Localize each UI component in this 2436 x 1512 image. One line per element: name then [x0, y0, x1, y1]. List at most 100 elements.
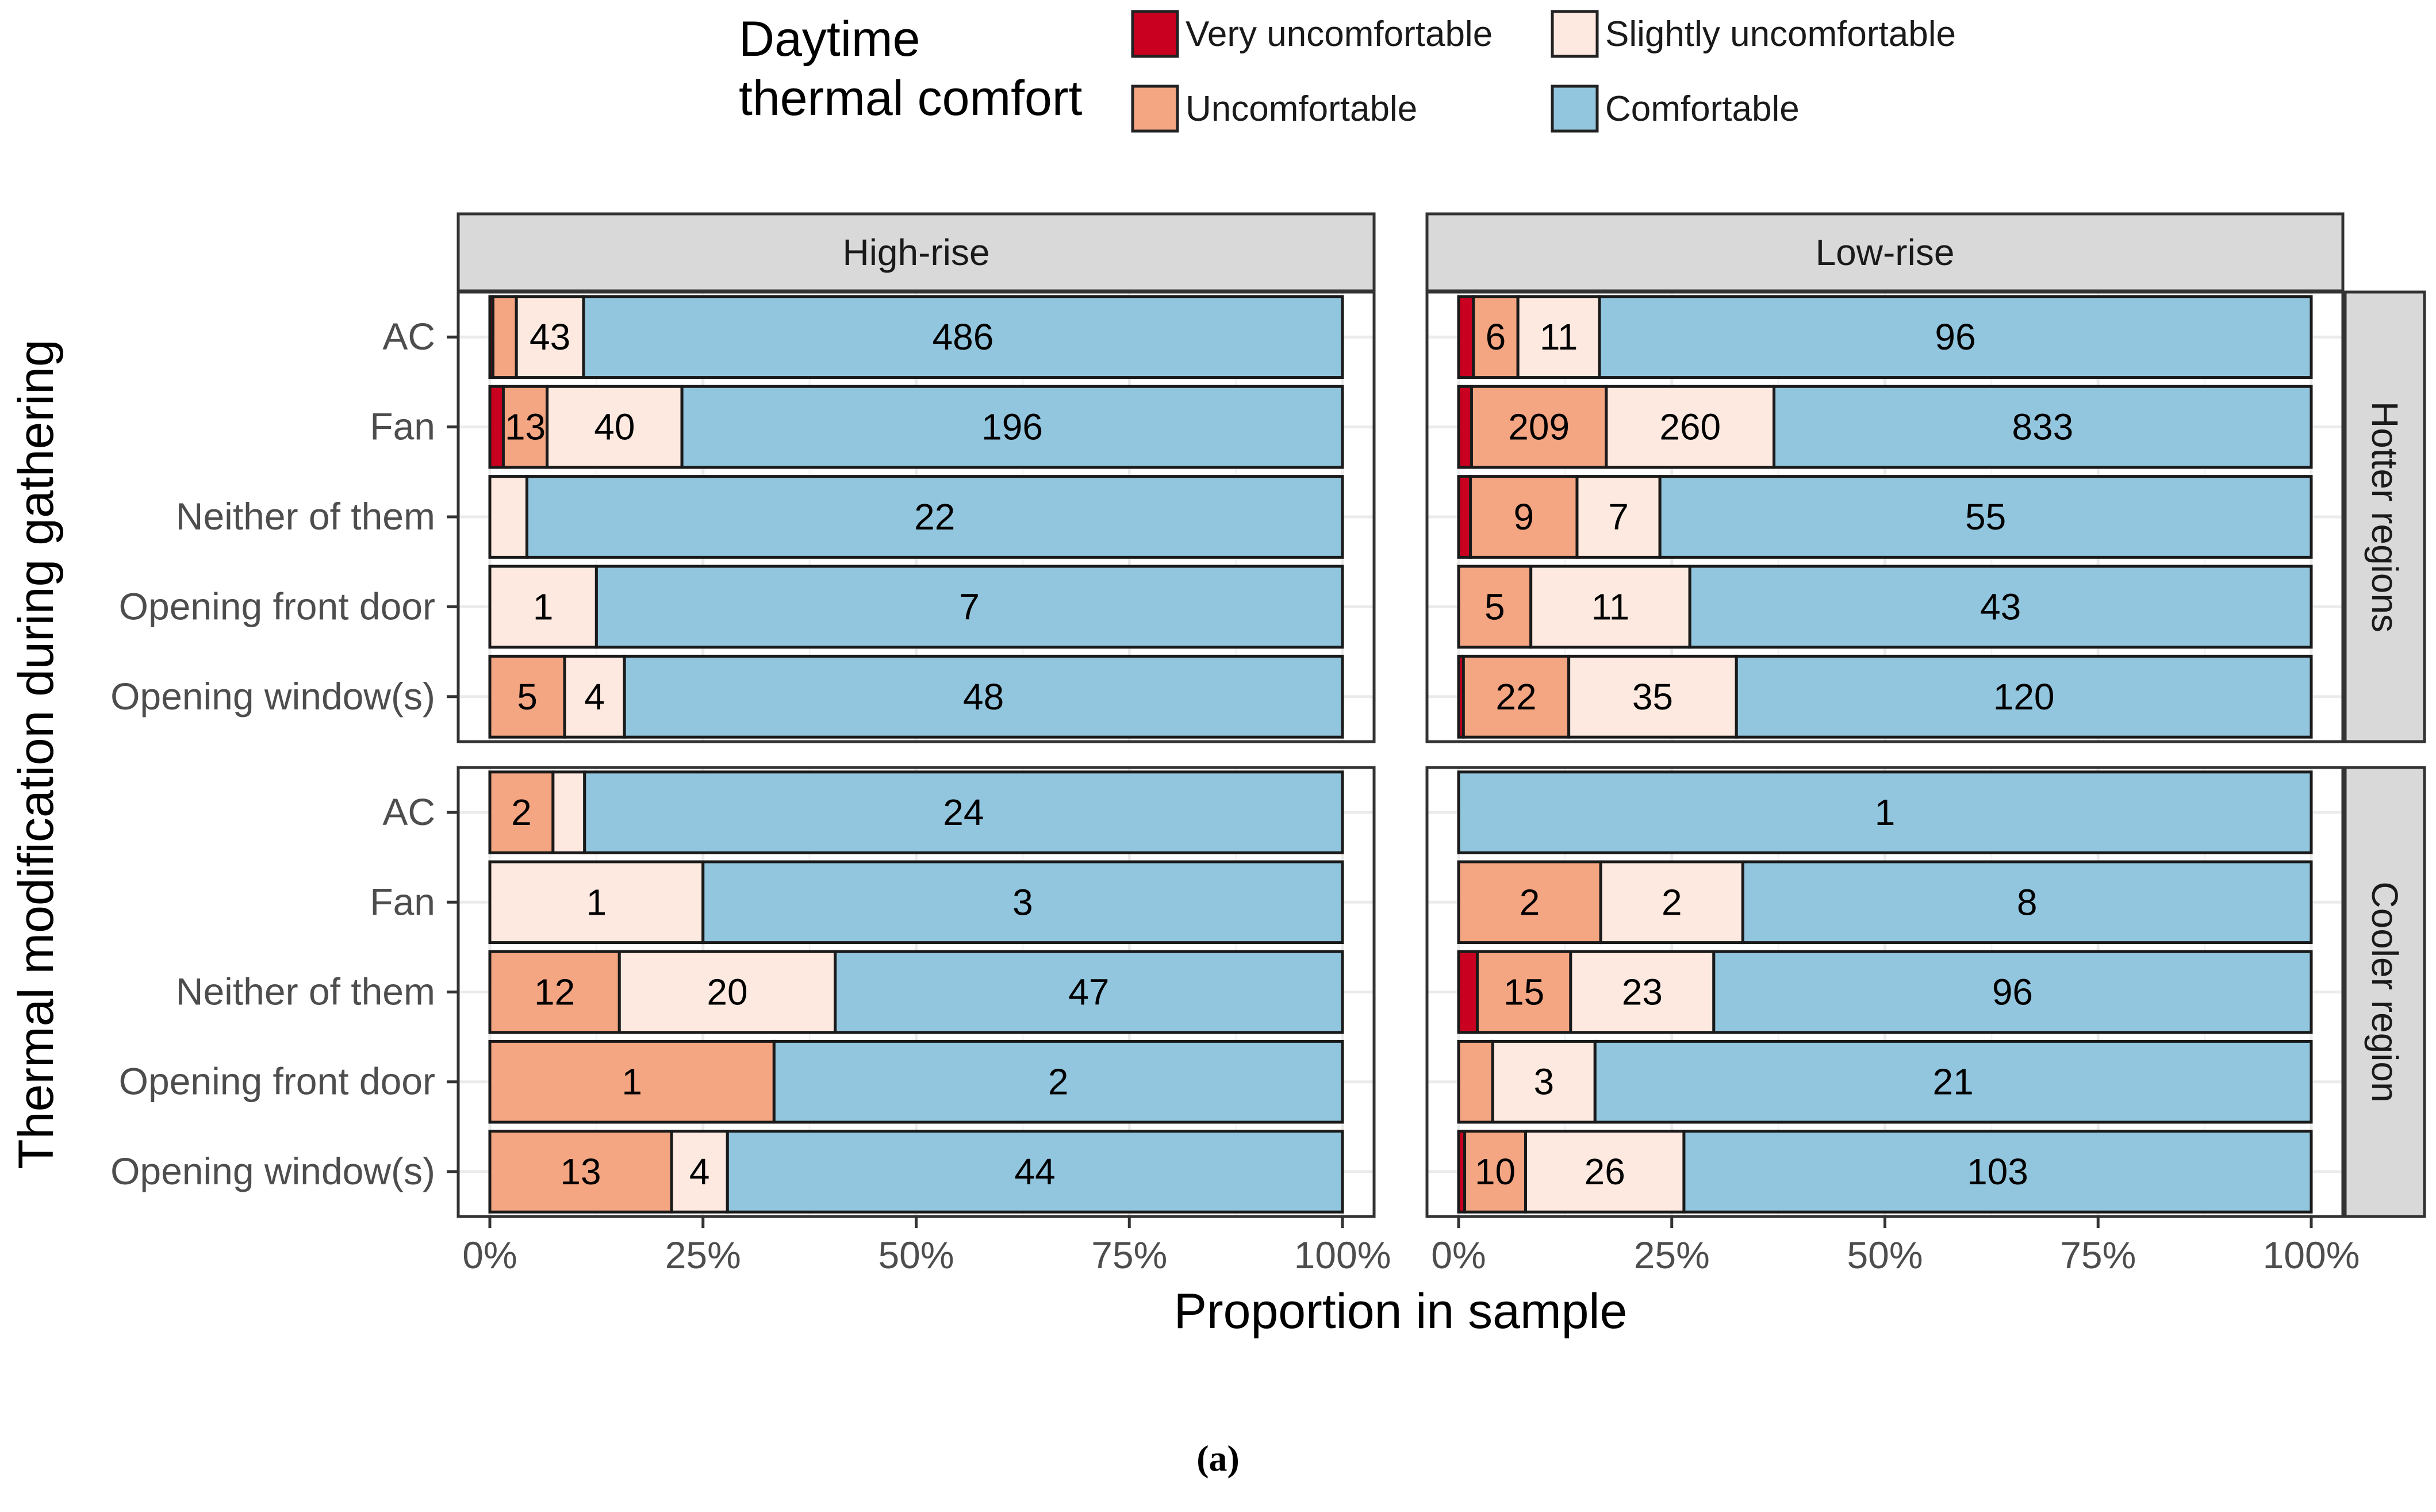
facet-strip-cooler-region	[2343, 766, 2426, 1218]
data-label-low-rise-hotter-regions-opening-front-door: 11	[1591, 586, 1629, 627]
data-label-low-rise-hotter-regions-ac: 11	[1540, 316, 1578, 358]
legend-label-very-uncomfortable: Very uncomfortable	[1186, 14, 1493, 54]
facet-label-hotter-regions: Hotter regions	[2364, 401, 2406, 632]
legend-key-comfortable	[1551, 85, 1599, 133]
data-label-high-rise-hotter-regions-fan: 40	[594, 406, 635, 448]
data-label-high-rise-cooler-region-opening-window-s: 44	[1015, 1151, 1056, 1192]
bar-segment-high-rise-hotter-regions-fan-very-uncomfortable	[488, 385, 505, 469]
y-tick-label-neither-of-them: Neither of them	[176, 495, 435, 538]
legend-label-uncomfortable: Uncomfortable	[1186, 89, 1417, 129]
bar-segment-high-rise-hotter-regions-fan-uncomfortable	[501, 385, 549, 469]
bar-segment-low-rise-cooler-region-neither-of-them-very-uncomfortable	[1457, 950, 1479, 1034]
bar-segment-low-rise-hotter-regions-ac-uncomfortable	[1472, 295, 1520, 379]
bar-segment-low-rise-cooler-region-opening-window-s-comfortable	[1682, 1130, 2313, 1214]
bar-segment-low-rise-hotter-regions-neither-of-them-uncomfortable	[1469, 475, 1579, 559]
bar-segment-high-rise-cooler-region-opening-window-s-uncomfortable	[488, 1130, 673, 1214]
bar-segment-low-rise-hotter-regions-ac-comfortable	[1598, 295, 2313, 379]
data-label-low-rise-hotter-regions-ac: 6	[1486, 316, 1506, 358]
data-label-high-rise-cooler-region-ac: 2	[511, 792, 532, 833]
bar-segment-high-rise-cooler-region-opening-front-door-comfortable	[772, 1039, 1344, 1124]
data-label-low-rise-cooler-region-fan: 2	[1662, 881, 1682, 923]
y-tick-label-ac: AC	[382, 315, 435, 358]
data-label-low-rise-hotter-regions-opening-front-door: 43	[1980, 586, 2021, 627]
data-label-high-rise-hotter-regions-opening-window-s: 4	[584, 676, 605, 717]
data-label-low-rise-cooler-region-opening-front-door: 21	[1933, 1061, 1974, 1103]
data-label-low-rise-hotter-regions-fan: 833	[2012, 406, 2073, 448]
data-label-low-rise-cooler-region-neither-of-them: 23	[1622, 972, 1663, 1013]
bar-segment-low-rise-hotter-regions-opening-window-s-uncomfortable	[1461, 654, 1571, 739]
bar-segment-high-rise-hotter-regions-neither-of-them-slightly-uncomfortable	[488, 475, 528, 559]
bar-segment-low-rise-hotter-regions-opening-front-door-comfortable	[1688, 565, 2313, 649]
bar-segment-high-rise-cooler-region-neither-of-them-slightly-uncomfortable	[617, 950, 837, 1034]
data-label-low-rise-hotter-regions-opening-window-s: 120	[1993, 676, 2055, 717]
legend-key-very-uncomfortable	[1131, 10, 1179, 58]
bar-segment-high-rise-hotter-regions-ac-comfortable	[582, 295, 1344, 379]
bar-segment-low-rise-cooler-region-fan-slightly-uncomfortable	[1599, 860, 1744, 945]
data-label-low-rise-cooler-region-opening-window-s: 103	[1967, 1151, 2028, 1192]
data-label-low-rise-hotter-regions-opening-window-s: 35	[1632, 676, 1673, 717]
bar-segment-low-rise-hotter-regions-opening-front-door-slightly-uncomfortable	[1529, 565, 1691, 649]
data-label-high-rise-hotter-regions-fan: 196	[981, 406, 1043, 448]
facet-strip-low-rise	[1425, 212, 2345, 293]
y-tick-label-fan: Fan	[370, 880, 435, 923]
bar-segment-high-rise-hotter-regions-opening-front-door-comfortable	[594, 565, 1344, 649]
data-label-high-rise-hotter-regions-neither-of-them: 22	[914, 496, 955, 538]
data-label-high-rise-hotter-regions-opening-window-s: 48	[963, 676, 1004, 717]
panel-border-low-rise-hotter-regions	[1425, 290, 2345, 743]
data-label-high-rise-cooler-region-neither-of-them: 47	[1068, 972, 1109, 1013]
bar-segment-high-rise-cooler-region-opening-window-s-comfortable	[726, 1130, 1344, 1214]
bar-segment-high-rise-cooler-region-ac-slightly-uncomfortable	[551, 770, 586, 854]
data-label-low-rise-cooler-region-opening-window-s: 26	[1585, 1151, 1625, 1192]
bar-segment-low-rise-hotter-regions-ac-slightly-uncomfortable	[1516, 295, 1601, 379]
data-label-high-rise-cooler-region-neither-of-them: 12	[534, 972, 575, 1013]
y-tick-label-opening-front-door: Opening front door	[119, 1060, 435, 1103]
bar-segment-low-rise-cooler-region-ac-comfortable	[1457, 770, 2313, 854]
data-label-low-rise-hotter-regions-ac: 96	[1935, 316, 1975, 358]
y-tick-label-opening-window-s: Opening window(s)	[110, 675, 435, 717]
bar-segment-high-rise-cooler-region-fan-comfortable	[701, 860, 1344, 945]
data-label-high-rise-cooler-region-opening-front-door: 2	[1048, 1061, 1069, 1103]
bar-segment-high-rise-hotter-regions-opening-window-s-comfortable	[623, 654, 1344, 739]
data-label-low-rise-hotter-regions-opening-window-s: 22	[1495, 676, 1536, 717]
y-tick-label-neither-of-them: Neither of them	[176, 970, 435, 1013]
y-tick-label-opening-window-s: Opening window(s)	[110, 1150, 435, 1192]
bar-segment-low-rise-cooler-region-neither-of-them-comfortable	[1712, 950, 2313, 1034]
bar-segment-high-rise-hotter-regions-opening-front-door-slightly-uncomfortable	[488, 565, 598, 649]
data-label-high-rise-hotter-regions-opening-front-door: 7	[959, 586, 980, 627]
bar-segment-low-rise-cooler-region-opening-window-s-uncomfortable	[1463, 1130, 1528, 1214]
data-label-high-rise-cooler-region-opening-window-s: 13	[560, 1151, 601, 1192]
data-label-low-rise-cooler-region-neither-of-them: 15	[1503, 972, 1544, 1013]
data-label-low-rise-hotter-regions-fan: 209	[1508, 406, 1570, 448]
bar-segment-low-rise-hotter-regions-fan-comfortable	[1773, 385, 2313, 469]
bar-segment-high-rise-hotter-regions-neither-of-them-comfortable	[525, 475, 1344, 559]
data-label-low-rise-cooler-region-fan: 8	[2017, 881, 2038, 923]
data-label-high-rise-cooler-region-opening-window-s: 4	[689, 1151, 710, 1192]
facet-label-low-rise: Low-rise	[1816, 232, 1955, 273]
data-label-low-rise-cooler-region-neither-of-them: 96	[1992, 972, 2033, 1013]
bar-segment-low-rise-cooler-region-fan-comfortable	[1741, 860, 2313, 945]
bar-segment-high-rise-cooler-region-neither-of-them-uncomfortable	[488, 950, 621, 1034]
facet-strip-hotter-regions	[2343, 290, 2426, 743]
x-tick-label: 25%	[665, 1234, 741, 1276]
data-label-high-rise-cooler-region-fan: 1	[586, 881, 607, 923]
data-label-low-rise-cooler-region-fan: 2	[1520, 881, 1540, 923]
x-tick-label: 50%	[878, 1234, 954, 1276]
data-label-low-rise-hotter-regions-neither-of-them: 7	[1608, 496, 1629, 538]
facet-strip-high-rise	[456, 212, 1376, 293]
data-label-low-rise-cooler-region-ac: 1	[1875, 792, 1896, 833]
bar-segment-low-rise-cooler-region-opening-front-door-uncomfortable	[1457, 1039, 1494, 1124]
x-axis-title: Proportion in sample	[1174, 1284, 1628, 1339]
y-tick-label-fan: Fan	[370, 405, 435, 448]
data-label-high-rise-hotter-regions-fan: 13	[505, 406, 546, 448]
data-label-high-rise-cooler-region-neither-of-them: 20	[707, 972, 747, 1013]
bar-segment-low-rise-hotter-regions-fan-very-uncomfortable	[1457, 385, 1473, 469]
x-tick-label: 0%	[462, 1234, 517, 1276]
data-label-high-rise-hotter-regions-opening-front-door: 1	[533, 586, 554, 627]
legend-key-uncomfortable	[1131, 85, 1179, 133]
data-label-low-rise-hotter-regions-neither-of-them: 55	[1965, 496, 2006, 538]
data-label-high-rise-hotter-regions-ac: 486	[933, 316, 994, 358]
bar-segment-high-rise-hotter-regions-opening-window-s-uncomfortable	[488, 654, 566, 739]
x-tick-label: 75%	[1091, 1234, 1167, 1276]
legend-label-comfortable: Comfortable	[1605, 89, 1800, 129]
bar-segment-low-rise-hotter-regions-neither-of-them-comfortable	[1658, 475, 2313, 559]
